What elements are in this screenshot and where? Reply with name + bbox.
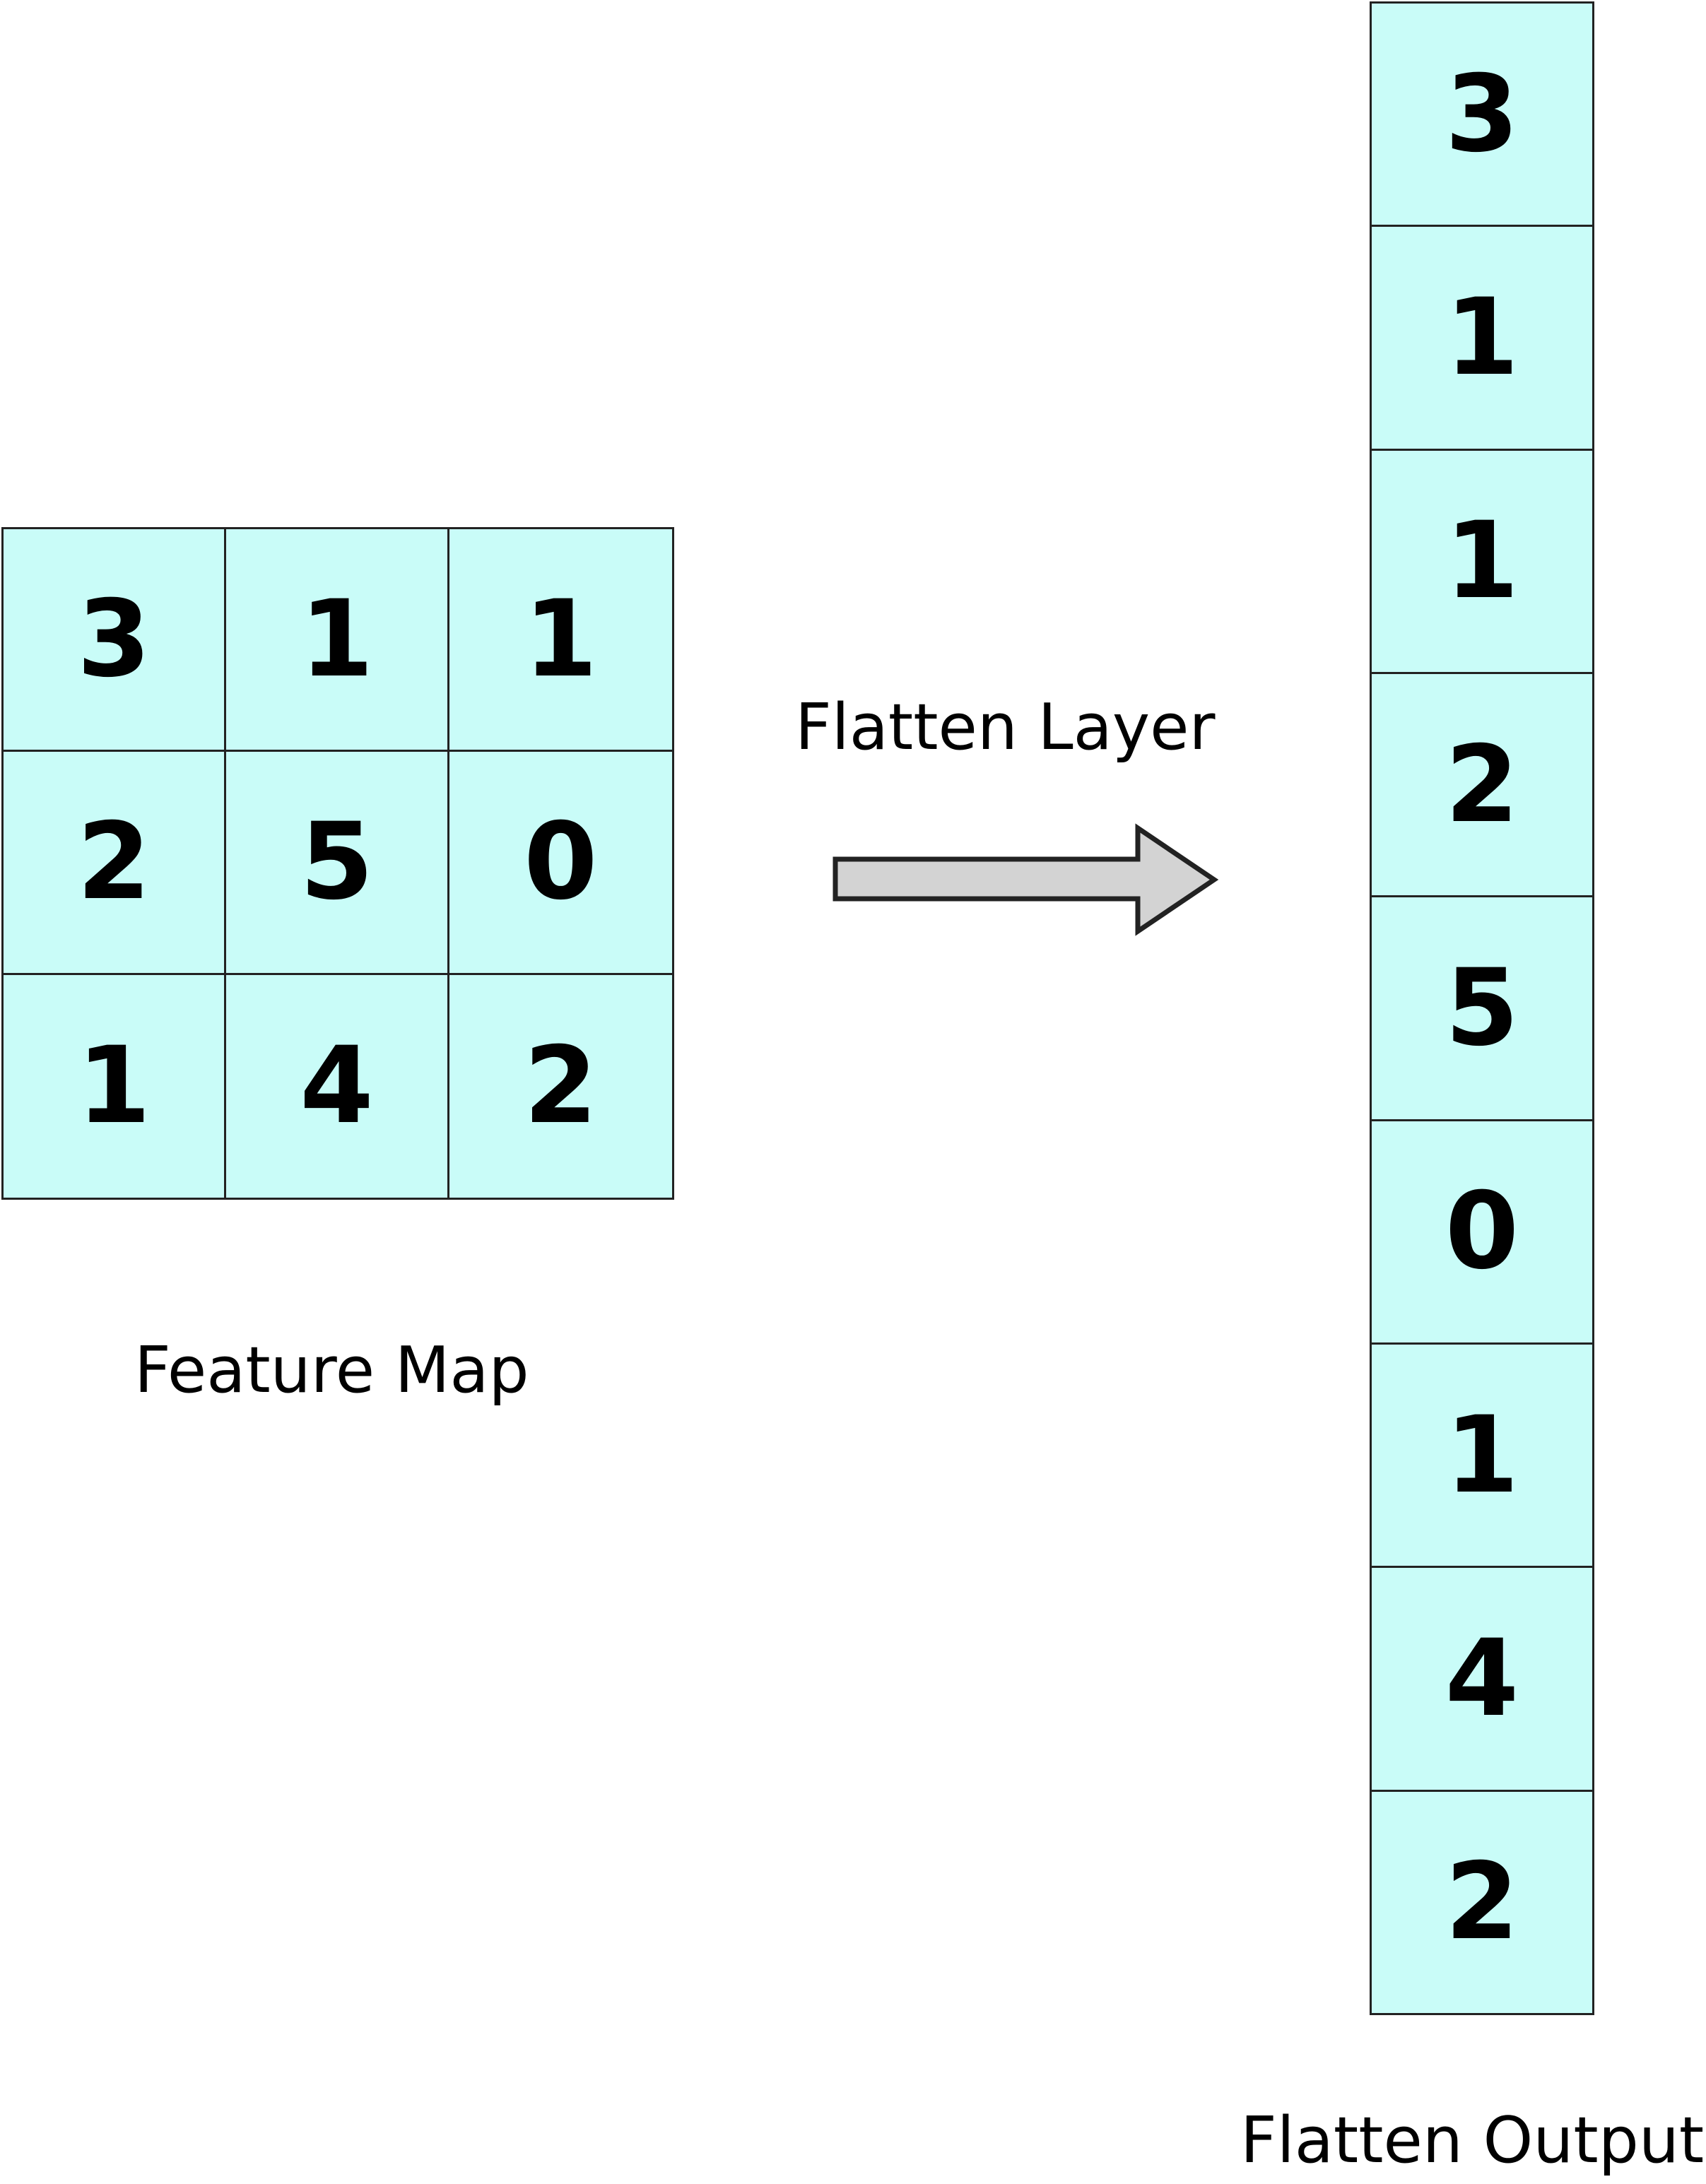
flatten-output-cell: 2 (1372, 673, 1592, 898)
flatten-output-label: Flatten Output (1240, 2103, 1705, 2178)
feature-map-cell: 1 (4, 974, 227, 1198)
flatten-layer-label: Flatten Layer (795, 690, 1216, 765)
flatten-output-cell: 0 (1372, 1121, 1592, 1345)
feature-map-cell: 1 (449, 529, 672, 752)
feature-map-cell: 3 (4, 529, 227, 752)
right-arrow-icon (833, 823, 1219, 936)
feature-map-cell: 4 (226, 974, 449, 1198)
flatten-output-cell: 5 (1372, 897, 1592, 1121)
flatten-output-cell: 1 (1372, 227, 1592, 451)
flatten-output-cell: 1 (1372, 450, 1592, 674)
feature-map-cell: 0 (449, 752, 672, 975)
feature-map-grid: 3 1 1 2 5 0 1 4 2 (1, 527, 674, 1200)
flatten-output-cell: 4 (1372, 1568, 1592, 1792)
flatten-output-cell: 1 (1372, 1344, 1592, 1569)
feature-map-cell: 2 (4, 752, 227, 975)
feature-map-cell: 5 (226, 752, 449, 975)
feature-map-cell: 1 (226, 529, 449, 752)
feature-map-cell: 2 (449, 974, 672, 1198)
feature-map-label: Feature Map (134, 1333, 529, 1407)
flatten-output-cell: 2 (1372, 1791, 1592, 2013)
flatten-output-cell: 3 (1372, 4, 1592, 228)
flatten-output-column: 3 1 1 2 5 0 1 4 2 (1370, 1, 1594, 2015)
